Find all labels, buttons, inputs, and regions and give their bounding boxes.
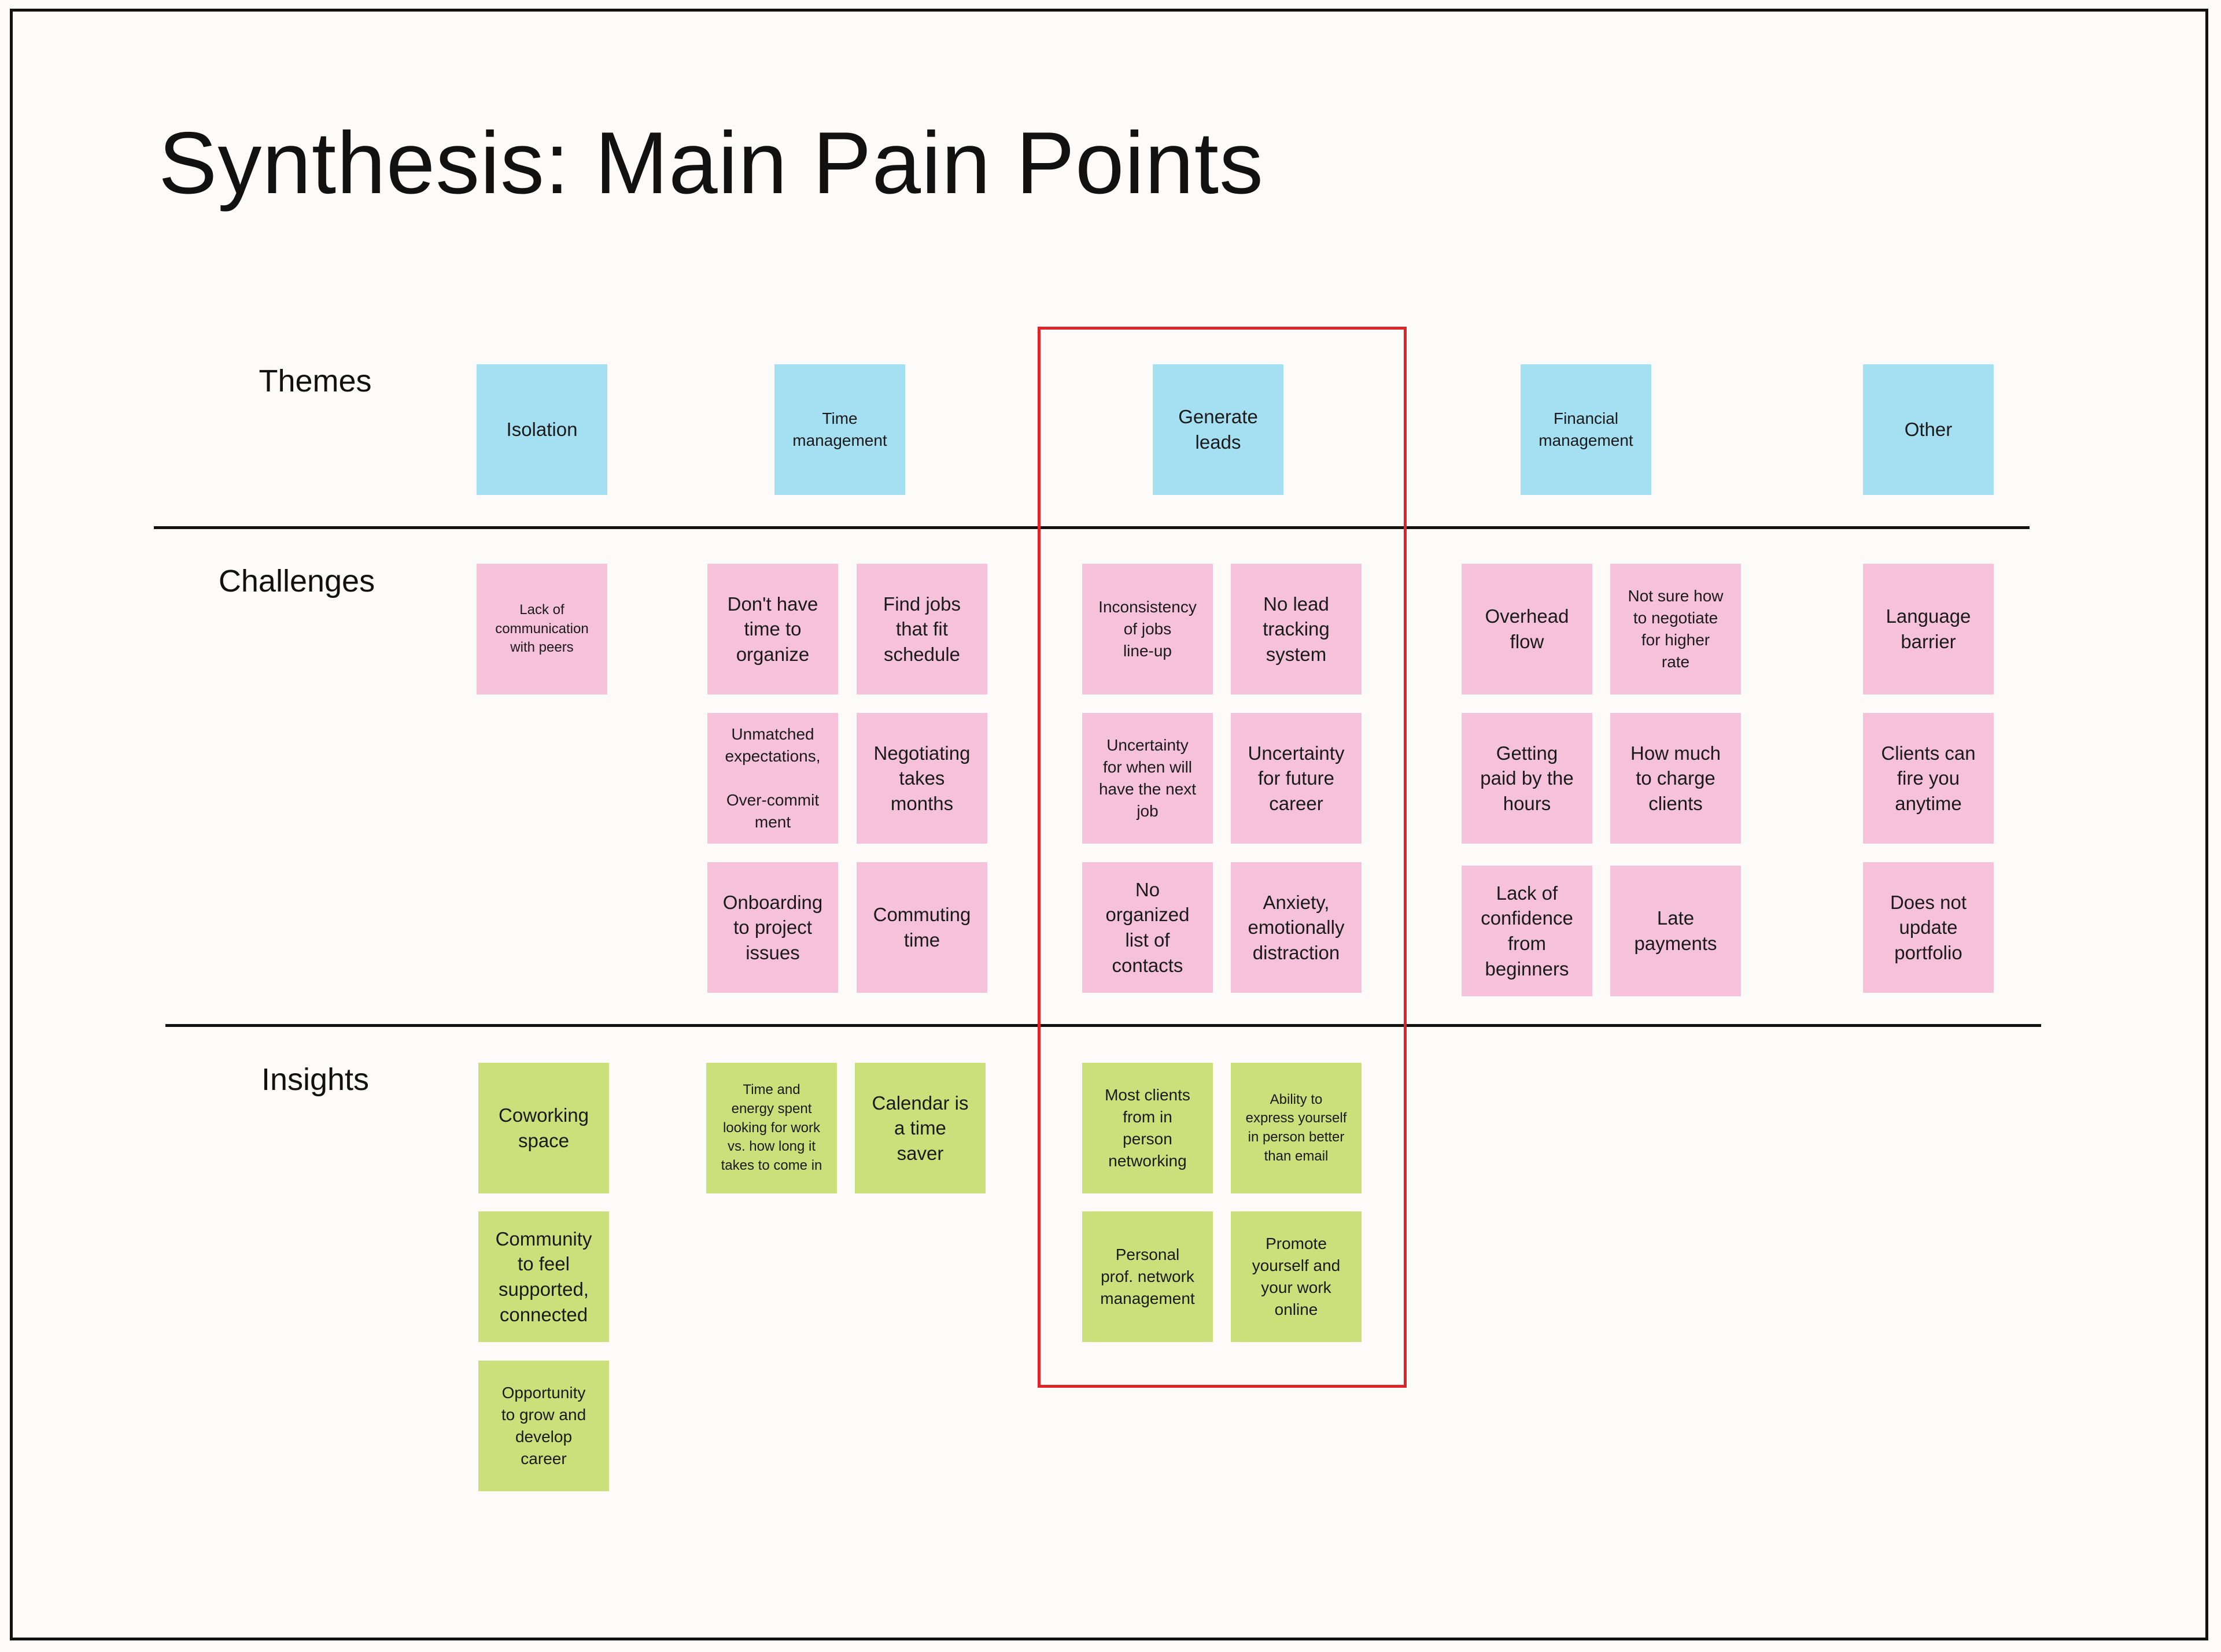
insight-note-time-energy-spent[interactable]: Time and energy spent looking for work v… (706, 1063, 837, 1193)
challenge-note-negotiating-takes-months[interactable]: Negotiating takes months (857, 713, 987, 844)
insight-note-calendar-time-saver[interactable]: Calendar is a time saver (855, 1063, 986, 1193)
challenge-note-language-barrier[interactable]: Language barrier (1863, 564, 1994, 694)
page-title: Synthesis: Main Pain Points (158, 114, 1264, 212)
challenge-note-no-organized-contacts[interactable]: No organized list of contacts (1082, 862, 1213, 993)
insight-note-coworking-space[interactable]: Coworking space (478, 1063, 609, 1193)
challenge-note-no-lead-tracking[interactable]: No lead tracking system (1231, 564, 1362, 694)
theme-note-other[interactable]: Other (1863, 364, 1994, 495)
challenge-note-unmatched-expectations[interactable]: Unmatched expectations, Over-commit ment (707, 713, 838, 844)
insight-note-express-in-person[interactable]: Ability to express yourself in person be… (1231, 1063, 1362, 1193)
row-label-themes: Themes (259, 364, 372, 398)
challenge-note-find-jobs-fit-schedule[interactable]: Find jobs that fit schedule (857, 564, 987, 694)
theme-note-time-management[interactable]: Time management (774, 364, 905, 495)
challenge-note-lack-of-communication[interactable]: Lack of communication with peers (477, 564, 607, 694)
challenge-note-lack-of-confidence[interactable]: Lack of confidence from beginners (1462, 866, 1592, 996)
challenge-note-not-update-portfolio[interactable]: Does not update portfolio (1863, 862, 1994, 993)
highlight-generate-leads (1038, 327, 1407, 1388)
theme-note-generate-leads[interactable]: Generate leads (1153, 364, 1283, 495)
row-label-insights: Insights (261, 1062, 370, 1097)
challenge-note-clients-can-fire[interactable]: Clients can fire you anytime (1863, 713, 1994, 844)
challenge-note-paid-by-hours[interactable]: Getting paid by the hours (1462, 713, 1592, 844)
challenge-note-uncertainty-future-career[interactable]: Uncertainty for future career (1231, 713, 1362, 844)
divider-challenges-insights (165, 1024, 2041, 1027)
board-frame (10, 9, 2208, 1640)
insight-note-community-supported[interactable]: Community to feel supported, connected (478, 1211, 609, 1342)
challenge-note-overhead-flow[interactable]: Overhead flow (1462, 564, 1592, 694)
challenge-note-onboarding-issues[interactable]: Onboarding to project issues (707, 862, 838, 993)
challenge-note-no-time-to-organize[interactable]: Don't have time to organize (707, 564, 838, 694)
challenge-note-inconsistency-jobs[interactable]: Inconsistency of jobs line-up (1082, 564, 1213, 694)
insight-note-opportunity-grow[interactable]: Opportunity to grow and develop career (478, 1361, 609, 1491)
challenge-note-how-much-to-charge[interactable]: How much to charge clients (1610, 713, 1741, 844)
theme-note-financial-management[interactable]: Financial management (1521, 364, 1651, 495)
challenge-note-negotiate-higher-rate[interactable]: Not sure how to negotiate for higher rat… (1610, 564, 1741, 694)
insight-note-promote-online[interactable]: Promote yourself and your work online (1231, 1211, 1362, 1342)
row-label-challenges: Challenges (218, 564, 375, 598)
challenge-note-late-payments[interactable]: Late payments (1610, 866, 1741, 996)
theme-note-isolation[interactable]: Isolation (477, 364, 607, 495)
challenge-note-uncertainty-next-job[interactable]: Uncertainty for when will have the next … (1082, 713, 1213, 844)
challenge-note-commuting-time[interactable]: Commuting time (857, 862, 987, 993)
insight-note-clients-from-networking[interactable]: Most clients from in person networking (1082, 1063, 1213, 1193)
challenge-note-anxiety-distraction[interactable]: Anxiety, emotionally distraction (1231, 862, 1362, 993)
divider-themes-challenges (154, 526, 2030, 529)
insight-note-personal-network-management[interactable]: Personal prof. network management (1082, 1211, 1213, 1342)
